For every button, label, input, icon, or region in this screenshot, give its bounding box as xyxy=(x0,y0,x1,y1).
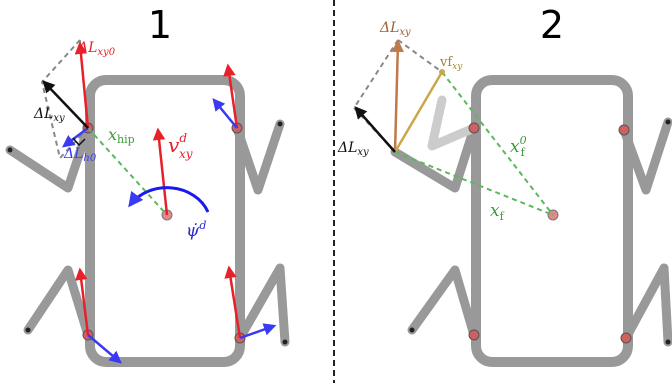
yaw-foot-arrow xyxy=(212,98,238,129)
label-psi-dot: ψ̇d xyxy=(186,219,206,241)
label-x-f: xf xyxy=(490,201,505,223)
foot-velocity-arrow xyxy=(223,63,239,129)
leg-front-left-target xyxy=(427,95,479,151)
x-f0-vector xyxy=(441,71,554,216)
foot-dot xyxy=(282,339,288,345)
dashed-shift-line xyxy=(397,39,443,73)
dashed-shift-outline xyxy=(352,39,399,153)
foot-dot xyxy=(277,121,283,127)
foot-velocity-arrow xyxy=(75,267,90,336)
delta-l-h0-arrow xyxy=(62,127,89,148)
v-xy-arrow xyxy=(152,127,169,216)
leg-front-right xyxy=(619,117,672,195)
leg-rear-left xyxy=(407,265,479,340)
hip-joint xyxy=(618,124,630,136)
leg-rear-left xyxy=(23,265,93,340)
panel-2: 2 ΔLxy vf xyxy=(337,3,672,367)
label-delta-l-xy: ΔLxy xyxy=(337,140,369,158)
leg-rear-right xyxy=(621,263,672,347)
leg-rear-right xyxy=(235,263,290,347)
right-angle-marker xyxy=(72,137,86,147)
label-vf-xy: vfxy xyxy=(439,55,463,72)
foot-dot xyxy=(25,327,31,333)
leg-front-right xyxy=(232,119,285,195)
hip-joint xyxy=(468,122,480,134)
panel-1: 1 xyxy=(5,3,290,367)
label-x-hip: xhip xyxy=(108,125,135,146)
legs xyxy=(390,117,672,347)
legs xyxy=(5,119,290,347)
robot-body xyxy=(85,75,245,367)
label-delta-l-xy-top: ΔLxy xyxy=(379,20,411,38)
vf-xy-line xyxy=(393,71,444,153)
leg-front-left xyxy=(5,123,93,193)
label-delta-l-xy: ΔLxy xyxy=(33,106,65,124)
hip-joint xyxy=(620,332,632,344)
hip-joint xyxy=(468,329,480,341)
foot-dot xyxy=(409,327,415,333)
label-delta-l-xy0: ΔLxy0 xyxy=(77,40,116,58)
foot-velocity-arrow xyxy=(224,265,242,339)
delta-l-xy0-arrow xyxy=(74,41,90,129)
foot-dot xyxy=(665,339,671,345)
x-f-vector xyxy=(394,151,554,216)
foot-dot xyxy=(7,147,13,153)
leg-front-left xyxy=(390,123,479,193)
yaw-rate-arc xyxy=(128,186,210,213)
robot-body xyxy=(471,75,633,367)
delta-l-xy-target-arrow xyxy=(391,39,404,153)
delta-l-xy-arrow xyxy=(42,80,89,129)
label-delta-l-h0: ΔLh0 xyxy=(63,146,97,164)
vf-xy-point xyxy=(439,69,445,75)
x-hip-vector xyxy=(87,127,168,216)
yaw-foot-arrow xyxy=(87,334,122,364)
panel-number: 2 xyxy=(540,3,564,47)
delta-l-xy-arrow xyxy=(354,106,396,153)
panel-number: 1 xyxy=(148,3,172,47)
yaw-foot-arrow xyxy=(239,323,277,340)
foot-dot xyxy=(665,119,671,125)
